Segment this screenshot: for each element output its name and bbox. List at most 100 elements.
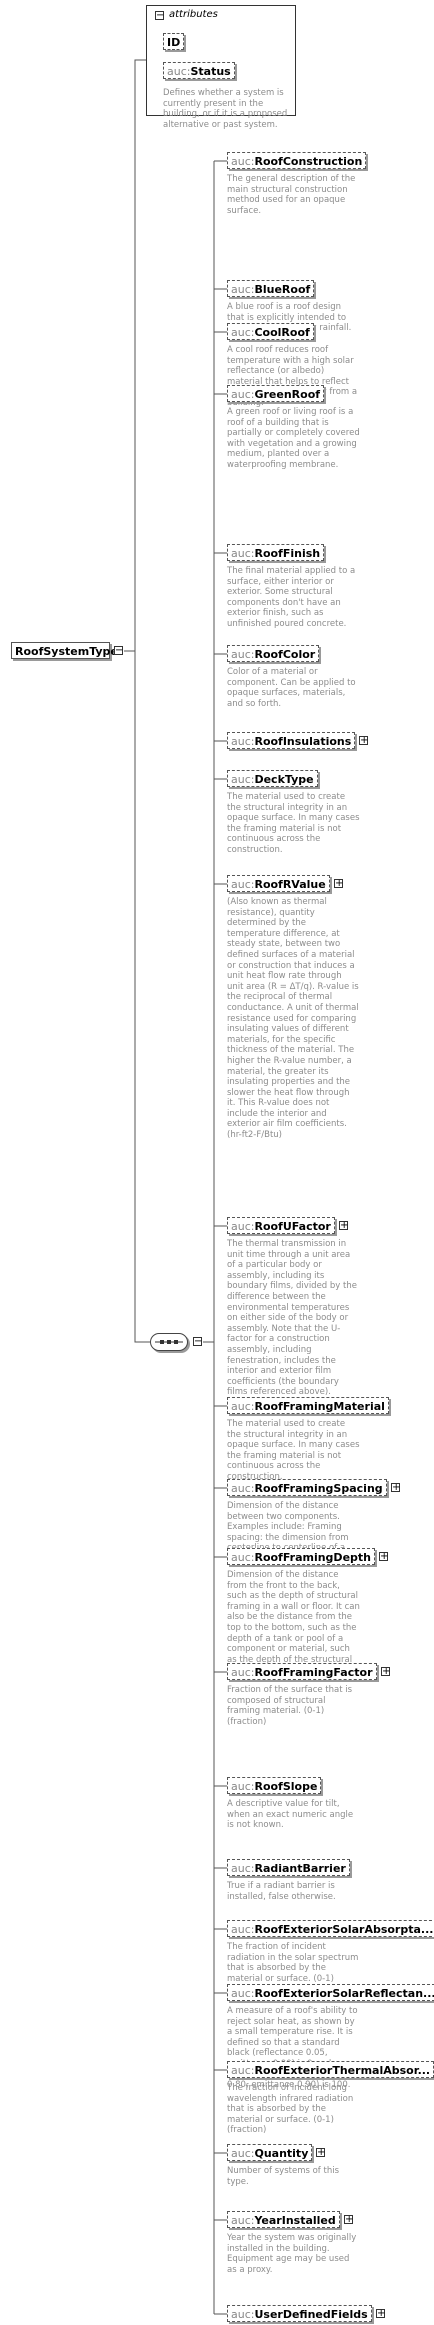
namespace-prefix: auc:	[231, 1400, 255, 1413]
expand-icon[interactable]: +	[376, 2308, 386, 2319]
element-description: (Also known as thermal resistance), quan…	[227, 897, 359, 1141]
namespace-prefix: auc:	[231, 1666, 255, 1679]
element-description: True if a radiant barrier is installed, …	[227, 1881, 336, 1902]
namespace-prefix: auc:	[231, 1482, 255, 1495]
namespace-prefix: auc:	[231, 2308, 255, 2321]
element-label: RoofColor	[254, 648, 316, 661]
element-label: RoofExteriorThermalAbsor...	[254, 2064, 431, 2077]
element-11[interactable]: auc:RoofFramingSpacing	[227, 1479, 387, 1496]
element-description: Dimension of the distance from the front…	[227, 1570, 360, 1675]
expand-icon[interactable]: +	[391, 1482, 401, 1493]
namespace-prefix: auc:	[231, 155, 255, 168]
namespace-prefix: auc:	[231, 1987, 255, 2000]
element-attr-0[interactable]: ID	[163, 33, 185, 50]
element-label: CoolRoof	[254, 326, 310, 339]
element-label: Quantity	[254, 2147, 309, 2160]
namespace-prefix: auc:	[231, 1862, 255, 1875]
element-label: YearInstalled	[254, 2214, 336, 2227]
attributes-title: attributes	[169, 9, 218, 20]
element-3[interactable]: auc:GreenRoof	[227, 385, 325, 402]
element-label: RoofFramingSpacing	[254, 1482, 383, 1495]
namespace-prefix: auc:	[167, 65, 191, 78]
element-label: RadiantBarrier	[254, 1862, 346, 1875]
namespace-prefix: auc:	[231, 878, 255, 891]
namespace-prefix: auc:	[231, 547, 255, 560]
element-description: The material used to create the structur…	[227, 792, 360, 855]
element-18[interactable]: auc:RoofExteriorThermalAbsor...	[227, 2061, 434, 2078]
element-description: Year the system was originally installed…	[227, 2233, 357, 2275]
expand-icon[interactable]: +	[334, 878, 344, 889]
namespace-prefix: auc:	[231, 1220, 255, 1233]
namespace-prefix: auc:	[231, 2214, 255, 2227]
sequence-glyph-icon	[155, 1340, 183, 1344]
element-label: DeckType	[254, 773, 314, 786]
element-1[interactable]: auc:BlueRoof	[227, 280, 315, 297]
element-17[interactable]: auc:RoofExteriorSolarReflectan...	[227, 1984, 434, 2001]
element-attr-1[interactable]: auc:Status	[163, 62, 235, 79]
element-14[interactable]: auc:RoofSlope	[227, 1777, 322, 1794]
element-description: The final material applied to a surface,…	[227, 566, 356, 629]
element-label: RoofExteriorSolarAbsorpta...	[254, 1923, 434, 1936]
element-5[interactable]: auc:RoofColor	[227, 645, 320, 662]
namespace-prefix: auc:	[231, 388, 255, 401]
element-label: RoofFinish	[254, 547, 321, 560]
element-description: The material used to create the structur…	[227, 1419, 360, 1482]
namespace-prefix: auc:	[231, 1551, 255, 1564]
namespace-prefix: auc:	[231, 326, 255, 339]
element-label: RoofFramingDepth	[254, 1551, 371, 1564]
element-0[interactable]: auc:RoofConstruction	[227, 152, 367, 169]
element-20[interactable]: auc:YearInstalled	[227, 2211, 340, 2228]
element-description: A green roof or living roof is a roof of…	[227, 407, 360, 470]
expand-icon[interactable]: +	[339, 1220, 349, 1231]
expand-icon[interactable]: +	[316, 2147, 326, 2158]
element-label: RoofInsulations	[254, 735, 352, 748]
namespace-prefix: auc:	[231, 2147, 255, 2160]
element-label: RoofFramingFactor	[254, 1666, 373, 1679]
element-8[interactable]: auc:RoofRValue	[227, 875, 330, 892]
namespace-prefix: auc:	[231, 283, 255, 296]
namespace-prefix: auc:	[231, 773, 255, 786]
expand-icon[interactable]: +	[379, 1551, 389, 1562]
namespace-prefix: auc:	[231, 2064, 255, 2077]
element-6[interactable]: auc:RoofInsulations	[227, 732, 356, 749]
namespace-prefix: auc:	[231, 1923, 255, 1936]
element-19[interactable]: auc:Quantity	[227, 2144, 313, 2161]
element-description: The fraction of incident long wavelength…	[227, 2083, 354, 2136]
element-label: RoofUFactor	[254, 1220, 331, 1233]
element-label: Status	[190, 65, 231, 78]
expand-icon[interactable]: +	[381, 1666, 391, 1677]
element-label: BlueRoof	[254, 283, 311, 296]
root-element[interactable]: RoofSystemType	[11, 642, 118, 659]
element-label: RoofExteriorSolarReflectan...	[254, 1987, 434, 2000]
element-9[interactable]: auc:RoofUFactor	[227, 1217, 335, 1234]
element-10[interactable]: auc:RoofFramingMaterial	[227, 1397, 389, 1414]
element-4[interactable]: auc:RoofFinish	[227, 544, 325, 561]
element-13[interactable]: auc:RoofFramingFactor	[227, 1663, 377, 1680]
element-label: UserDefinedFields	[254, 2308, 368, 2321]
element-description: Number of systems of this type.	[227, 2166, 340, 2187]
attributes-group: − attributes	[146, 5, 296, 116]
sequence-compositor-icon[interactable]	[150, 1333, 188, 1351]
element-15[interactable]: auc:RadiantBarrier	[227, 1859, 350, 1876]
element-description: Defines whether a system is currently pr…	[163, 88, 288, 130]
element-label: RoofConstruction	[254, 155, 363, 168]
namespace-prefix: auc:	[231, 648, 255, 661]
root-element-label: RoofSystemType	[15, 645, 118, 658]
element-label: GreenRoof	[254, 388, 321, 401]
element-7[interactable]: auc:DeckType	[227, 770, 318, 787]
element-description: The general description of the main stru…	[227, 174, 356, 216]
sequence-collapse-icon[interactable]: −	[193, 1336, 203, 1347]
element-21[interactable]: auc:UserDefinedFields	[227, 2305, 372, 2322]
element-16[interactable]: auc:RoofExteriorSolarAbsorpta...	[227, 1920, 434, 1937]
element-label: RoofFramingMaterial	[254, 1400, 385, 1413]
element-2[interactable]: auc:CoolRoof	[227, 323, 314, 340]
namespace-prefix: auc:	[231, 1780, 255, 1793]
expand-icon[interactable]: +	[344, 2214, 354, 2225]
element-description: A descriptive value for tilt, when an ex…	[227, 1799, 354, 1831]
expand-icon[interactable]: +	[359, 735, 369, 746]
root-collapse-icon[interactable]: −	[114, 645, 124, 656]
element-12[interactable]: auc:RoofFramingDepth	[227, 1548, 375, 1565]
element-label: RoofRValue	[254, 878, 326, 891]
attributes-collapse-icon[interactable]: −	[155, 10, 165, 21]
